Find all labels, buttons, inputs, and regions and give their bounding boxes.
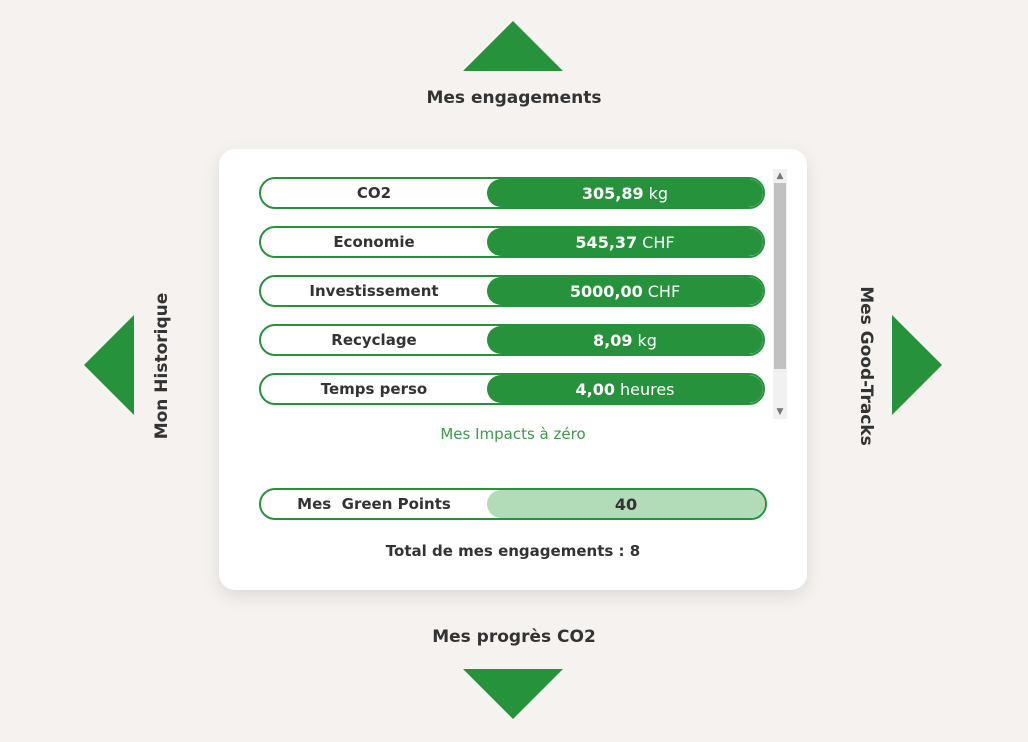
nav-left-arrow-icon[interactable] [84,315,134,415]
green-points-label: Mes Green Points [297,495,451,513]
scroll-up-icon[interactable]: ▲ [776,171,784,181]
metric-row-investissement: Investissement 5000,00 CHF [259,275,765,307]
total-label: Total de mes engagements : [385,542,625,560]
metric-value: 305,89 kg [487,179,763,207]
metric-label: Temps perso [320,380,428,398]
nav-label-mes-engagements[interactable]: Mes engagements [426,88,602,108]
metric-unit: CHF [642,232,675,252]
impacts-zero-link[interactable]: Mes Impacts à zéro [440,425,586,443]
scroll-thumb[interactable] [774,183,786,369]
metric-number: 5000,00 [569,281,643,301]
metric-unit: heures [619,379,675,399]
metric-row-economie: Economie 545,37 CHF [259,226,765,258]
nav-right-arrow-icon[interactable] [892,315,942,415]
metric-value: 5000,00 CHF [487,277,763,305]
metric-row-recyclage: Recyclage 8,09 kg [259,324,765,356]
metric-label: CO2 [356,184,392,202]
metric-number: 305,89 [581,183,644,203]
metric-row-temps-perso: Temps perso 4,00 heures [259,373,765,405]
metric-list-scrollbar[interactable]: ▲ ▼ [773,169,787,419]
green-points-row: Mes Green Points 40 [259,488,767,520]
nav-label-mes-good-tracks[interactable]: Mes Good-Tracks [856,286,876,446]
metric-unit: kg [637,330,657,350]
engagements-card: CO2 305,89 kg Economie 545,37 CHF Invest… [219,149,807,590]
total-value: 8 [629,542,641,560]
metric-number: 545,37 [575,232,638,252]
nav-down-arrow-icon[interactable] [463,669,563,719]
metric-label: Economie [333,233,415,251]
metric-row-co2: CO2 305,89 kg [259,177,765,209]
metric-unit: kg [648,183,669,203]
nav-label-mes-progres-co2[interactable]: Mes progrès CO2 [432,627,596,647]
metric-label: Recyclage [331,331,417,349]
metric-value: 545,37 CHF [487,228,763,256]
green-points-value: 40 [487,490,765,518]
nav-label-mon-historique[interactable]: Mon Historique [152,292,172,440]
total-engagements: Total de mes engagements : 8 [219,542,807,560]
metric-number: 4,00 [575,379,615,399]
metric-number: 8,09 [593,330,633,350]
scroll-down-icon[interactable]: ▼ [776,407,784,417]
metric-list: CO2 305,89 kg Economie 545,37 CHF Invest… [259,177,765,422]
metric-unit: CHF [647,281,681,301]
metric-label: Investissement [309,282,439,300]
metric-value: 4,00 heures [487,375,763,403]
metric-value: 8,09 kg [487,326,763,354]
nav-up-arrow-icon[interactable] [463,21,563,71]
